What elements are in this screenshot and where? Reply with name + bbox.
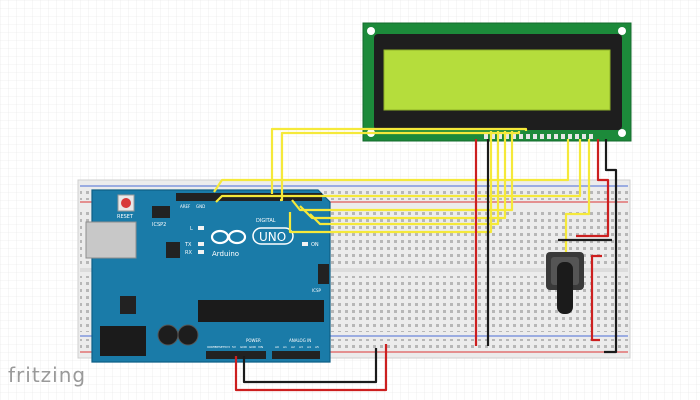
icsp-header [318, 264, 329, 284]
wire-rs [270, 127, 528, 194]
brand-label: Arduino [212, 250, 239, 258]
led-l [198, 226, 204, 230]
power-pin-labels: IOREF RESET 3V3 5V GND GND VIN [207, 345, 263, 349]
wire-d4 [291, 131, 514, 212]
analog-pin-a5: A5 [315, 345, 319, 349]
microcontroller-chip [198, 300, 324, 322]
wire-rw-gnd [213, 139, 570, 193]
analog-pin-a0: A0 [275, 345, 279, 349]
lcd-header-pins [484, 134, 593, 139]
power-pin-3v3: 3V3 [224, 345, 230, 349]
wire-backlight-vcc [576, 139, 610, 238]
wire-5v-rail [234, 344, 388, 392]
power-pin-ioref: IOREF [207, 345, 216, 349]
power-pin-reset: RESET [215, 345, 225, 349]
on-label: ON [311, 242, 319, 248]
red-wires [234, 139, 610, 392]
power-header [206, 351, 266, 359]
usb-connector [85, 221, 137, 259]
black-wires [242, 139, 618, 384]
wire-vo-pot [564, 139, 591, 252]
small-chip [166, 242, 180, 258]
gnd-label: GND [196, 204, 205, 209]
uno-badge [252, 227, 294, 245]
power-pin-gnd-2: GND [249, 345, 257, 349]
voltage-regulator [120, 296, 136, 314]
lcd-screen [383, 49, 611, 111]
wire-backlight-gnd [604, 139, 618, 354]
wire-gnd-rail [242, 348, 378, 384]
analog-pin-a4: A4 [307, 345, 311, 349]
power-pin-gnd-1: GND [240, 345, 248, 349]
capacitor-2 [177, 324, 199, 346]
arduino-board: RESET ICSP2 AREF GND DIGITAL L TX RX Ard… [85, 189, 331, 363]
wire-d6 [309, 131, 500, 226]
analog-label: ANALOG IN [289, 338, 311, 343]
power-pin-vin: VIN [258, 345, 263, 349]
power-jack [100, 326, 146, 356]
power-label: POWER [246, 338, 261, 343]
arduino-logo-icon [210, 229, 247, 245]
power-pin-5v: 5V [232, 345, 237, 349]
yellow-wires [213, 127, 591, 252]
wire-d7 [288, 131, 493, 234]
icsp2-header [152, 206, 170, 218]
led-on [302, 242, 308, 246]
icsp-label: ICSP [312, 288, 322, 293]
capacitor-1 [157, 324, 179, 346]
digital-label: DIGITAL [256, 218, 276, 224]
analog-pin-a3: A3 [299, 345, 303, 349]
wire-d5 [299, 131, 507, 220]
led-tx [198, 242, 204, 246]
led-rx [198, 250, 204, 254]
fritzing-brand: fritzing [8, 363, 86, 387]
analog-pin-labels: A0 A1 A2 A3 A4 A5 [275, 345, 319, 349]
lcd-module [362, 22, 632, 142]
uno-label: UNO [259, 230, 286, 244]
analog-pin-a2: A2 [291, 345, 295, 349]
potentiometer [546, 252, 584, 314]
wire-e [280, 131, 521, 202]
aref-label: AREF [180, 204, 191, 209]
wire-contrast [215, 139, 582, 203]
icsp2-label: ICSP2 [152, 222, 166, 228]
reset-label: RESET [117, 214, 134, 220]
rx-label: RX [185, 250, 192, 256]
wire-pot-vcc [590, 254, 602, 342]
tx-label: TX [184, 242, 192, 248]
analog-header [272, 351, 320, 359]
l-label: L [190, 226, 193, 232]
analog-pin-a1: A1 [283, 345, 287, 349]
